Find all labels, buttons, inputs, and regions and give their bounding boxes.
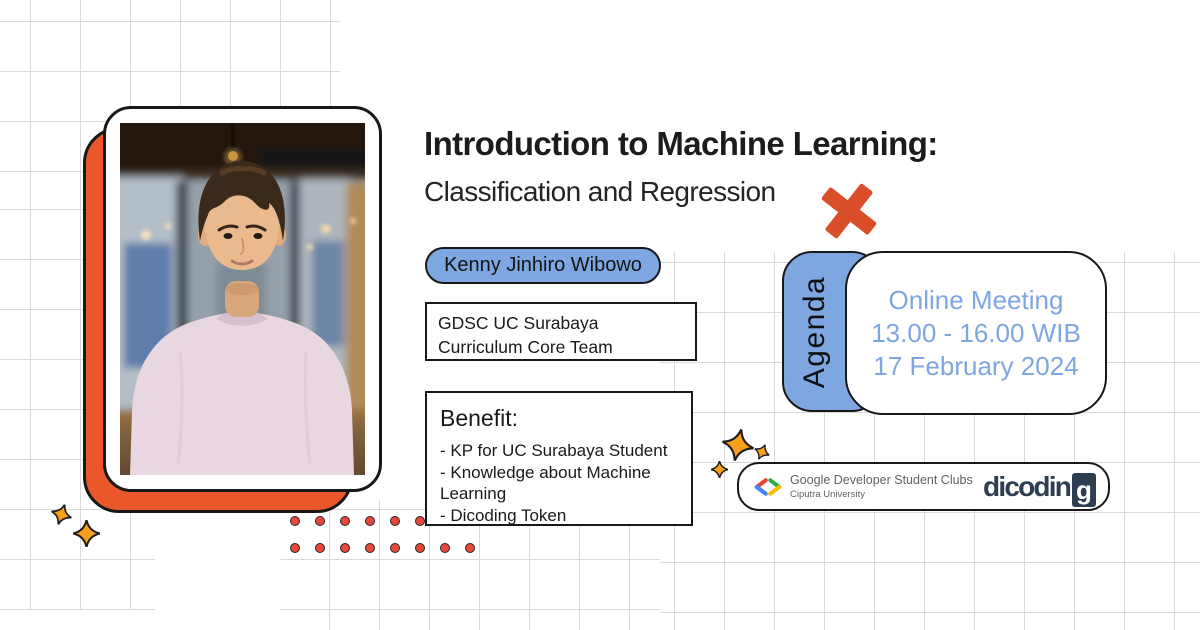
speaker-photo-frame (103, 106, 382, 492)
benefit-item-1: - KP for UC Surabaya Student (440, 441, 668, 460)
event-title: Introduction to Machine Learning: Classi… (424, 126, 938, 208)
red-dot (315, 543, 325, 553)
benefit-item-2: - Knowledge about Machine Learning (440, 462, 651, 504)
red-dot (440, 543, 450, 553)
red-dot (315, 516, 325, 526)
speaker-role: GDSC UC Surabaya Curriculum Core Team (438, 313, 613, 357)
red-dot (290, 516, 300, 526)
sparkle-star-icon (721, 428, 755, 462)
gdsc-brackets-icon (754, 477, 782, 496)
dicoding-text: dicodin (983, 470, 1072, 502)
speaker-name: Kenny Jinhiro Wibowo (444, 254, 642, 276)
benefit-heading: Benefit: (440, 405, 518, 431)
gdsc-label: Google Developer Student Clubs (790, 473, 973, 487)
benefit-box: Benefit: - KP for UC Surabaya Student - … (425, 391, 693, 526)
sparkle-star-icon (73, 520, 100, 547)
dicoding-wordmark: dicodin g (983, 470, 1096, 507)
red-dot (415, 516, 425, 526)
event-title-line1: Introduction to Machine Learning: (424, 125, 938, 162)
sparkle-star-icon (711, 461, 728, 478)
red-dot (365, 516, 375, 526)
agenda-tab-label: Agenda (798, 275, 831, 388)
speaker-photo (120, 123, 365, 475)
sparkle-star-icon (50, 503, 73, 526)
speaker-role-box: GDSC UC Surabaya Curriculum Core Team (425, 302, 697, 361)
red-dot (390, 516, 400, 526)
red-dot (340, 543, 350, 553)
agenda-meeting-type: Online Meeting (888, 284, 1064, 315)
agenda-time: 13.00 - 16.00 WIB (871, 317, 1081, 348)
gdsc-sublabel: Ciputra University (790, 488, 865, 500)
gdsc-wordmark: Google Developer Student Clubs Ciputra U… (790, 474, 973, 499)
partner-logo-bar: Google Developer Student Clubs Ciputra U… (737, 462, 1110, 511)
speaker-name-badge: Kenny Jinhiro Wibowo (425, 247, 661, 284)
dicoding-g-box: g (1072, 472, 1096, 507)
red-dot (340, 516, 350, 526)
red-dots-row-2 (290, 543, 475, 553)
agenda-card: Online Meeting 13.00 - 16.00 WIB 17 Febr… (845, 251, 1107, 415)
agenda-tab-label-wrap: Agenda (784, 253, 846, 410)
red-dot (415, 543, 425, 553)
red-dot (390, 543, 400, 553)
orange-x-icon (821, 183, 877, 239)
sparkle-star-icon (754, 444, 770, 460)
agenda-date: 17 February 2024 (873, 350, 1079, 381)
event-title-line2: Classification and Regression (424, 176, 776, 207)
red-dot (290, 543, 300, 553)
red-dot (465, 543, 475, 553)
red-dot (365, 543, 375, 553)
speaker-photo-illustration (120, 123, 365, 475)
benefit-item-3: - Dicoding Token (440, 505, 567, 525)
